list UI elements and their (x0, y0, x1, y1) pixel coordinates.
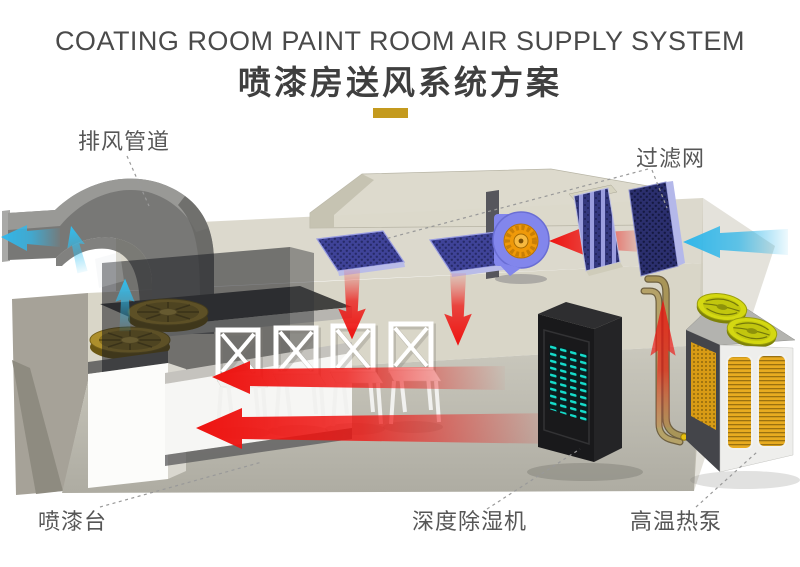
vent-grid (549, 344, 588, 422)
paint-table-pedestal (88, 363, 168, 488)
leader-lines (99, 155, 758, 510)
heat-pump-side-coil (691, 342, 716, 430)
exhaust-air-outlet-arrow (1, 225, 60, 251)
leader-exhaust-duct (126, 155, 150, 207)
floor-airflow-arrow-lower (196, 408, 560, 449)
label-filter-mesh: 过滤网 (636, 146, 706, 171)
label-heat-pump: 高温热泵 (630, 509, 723, 534)
leader-paint-table (99, 461, 263, 508)
leader-dehumidifier (486, 448, 581, 510)
title-chinese: 喷漆房送风系统方案 (238, 64, 562, 101)
leader-heat-pump (695, 451, 758, 508)
label-exhaust-duct: 排风管道 (78, 129, 171, 154)
gold-divider (373, 108, 408, 118)
leader-filter-b (651, 169, 668, 209)
title-english: COATING ROOM PAINT ROOM AIR SUPPLY SYSTE… (54, 26, 746, 56)
heat-pump-front-grille-1 (726, 355, 753, 450)
label-dehumidifier: 深度除湿机 (412, 509, 528, 534)
vertical-filter-panels (568, 181, 685, 277)
floor-airflow-arrow-upper (212, 361, 505, 394)
label-paint-table: 喷漆台 (38, 509, 108, 534)
heat-pump-front-grille-2 (757, 354, 787, 448)
heat-pump-unit (685, 289, 800, 489)
fresh-air-intake-arrow (683, 226, 788, 258)
blower-fan (492, 211, 550, 284)
dehumidifier-cabinet (527, 302, 643, 481)
